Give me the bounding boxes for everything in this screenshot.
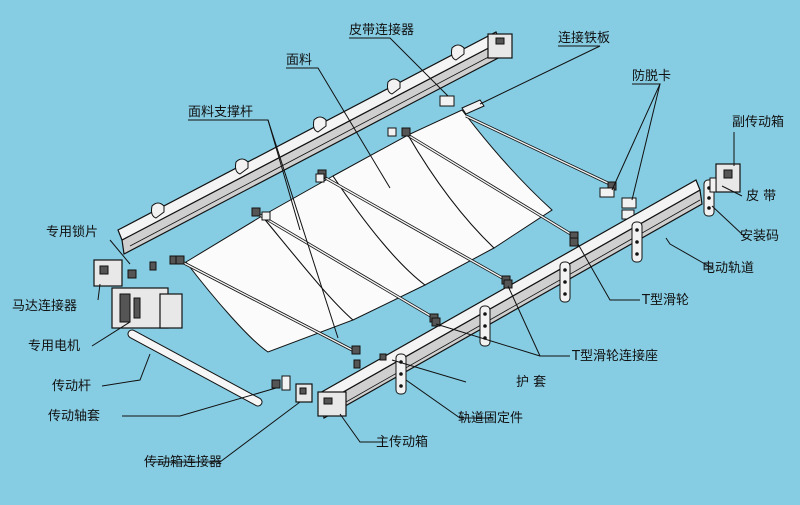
label-belt-connector: 皮带连接器: [349, 22, 414, 38]
label-special-lock-plate: 专用锁片: [46, 224, 98, 240]
small-parts-top: [261, 99, 637, 221]
label-sleeve: 护 套: [516, 374, 546, 390]
label-main-gearbox: 主传动箱: [376, 434, 428, 450]
label-mount-bracket: 安装码: [740, 229, 779, 244]
t-pulleys: [353, 237, 579, 369]
label-drive-rod: 传动杆: [52, 379, 91, 394]
drive-rod-part: [128, 330, 262, 406]
label-motor-connector: 马达连接器: [12, 298, 77, 314]
connect-plate-part: [461, 99, 485, 115]
front-track: [317, 179, 715, 419]
label-fabric: 面料: [286, 53, 312, 68]
back-track-brackets: [151, 44, 465, 219]
drive-shaft-sleeve-part: [271, 379, 281, 389]
label-track-fixture: 轨道固定件: [458, 411, 523, 426]
label-t-pulley-seat: T型滑轮连接座: [571, 348, 658, 364]
labels: 皮带连接器 连接铁板 面料 防脱卡 面料支撑杆 副传动箱 皮 带 安装码 专用锁…: [12, 22, 784, 470]
leader-lines: [91, 37, 745, 463]
motor-assembly: [93, 255, 313, 407]
label-anti-drop-clip: 防脱卡: [632, 68, 671, 84]
anti-drop-clip-part: [621, 197, 637, 209]
support-rods: [181, 114, 615, 354]
label-special-motor: 专用电机: [28, 339, 80, 354]
belt-connector-part: [439, 95, 455, 107]
label-electric-track: 电动轨道: [702, 261, 754, 276]
label-belt: 皮 带: [746, 189, 776, 204]
label-fabric-support-rod: 面料支撑杆: [188, 105, 253, 120]
secondary-gearbox-part: [709, 163, 741, 193]
label-secondary-gearbox: 副传动箱: [732, 114, 784, 130]
label-t-pulley: T型滑轮: [641, 293, 689, 308]
label-gearbox-connector: 传动箱连接器: [144, 454, 222, 470]
label-connect-plate: 连接铁板: [558, 30, 610, 46]
label-drive-shaft-sleeve: 传动轴套: [48, 408, 100, 424]
